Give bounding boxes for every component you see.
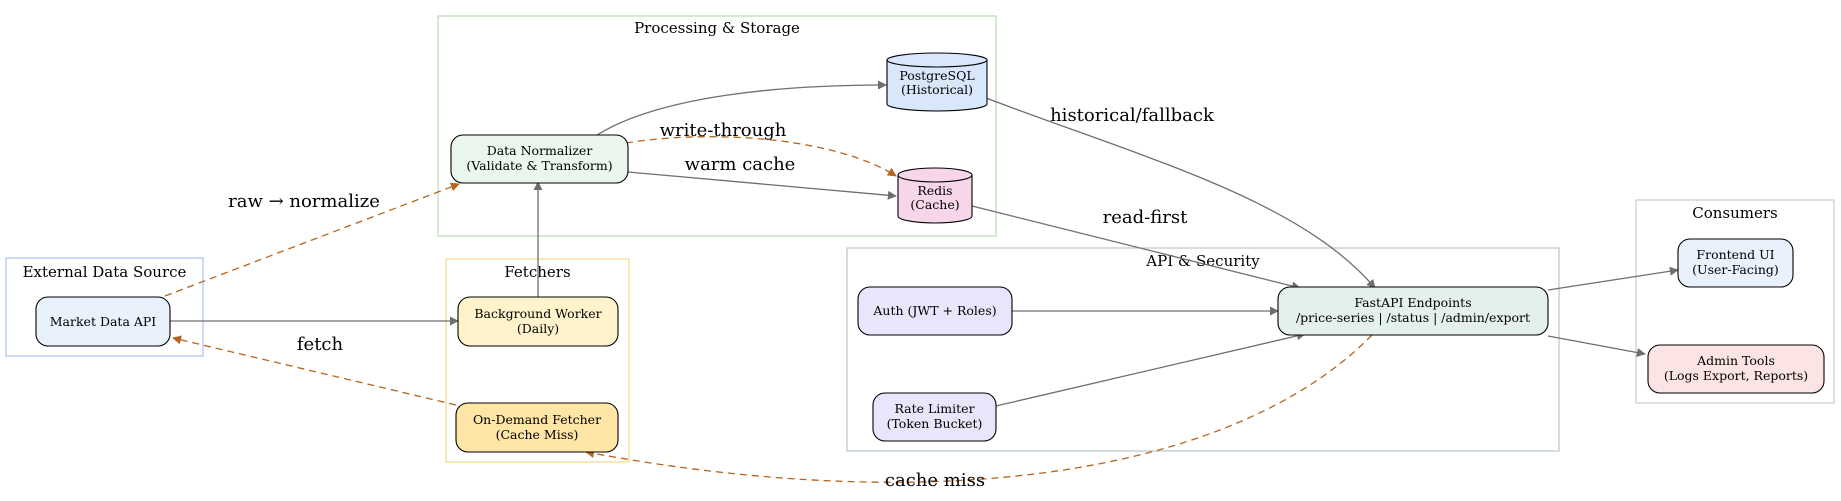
node-background-worker[interactable]: Background Worker (Daily) — [457, 296, 619, 347]
edge-normalizer-to-postgres — [596, 80, 887, 136]
node-postgresql-subtitle: (Historical) — [901, 82, 973, 97]
node-auth-label: Auth (JWT + Roles) — [872, 303, 996, 318]
node-postgresql[interactable]: PostgreSQL (Historical) — [886, 52, 988, 112]
node-frontend-ui-subtitle: (User-Facing) — [1692, 262, 1779, 277]
node-frontend-ui-title: Frontend UI — [1696, 247, 1774, 262]
cluster-consumers-label: Consumers — [1692, 204, 1778, 222]
node-redis-subtitle: (Cache) — [910, 197, 959, 212]
edge-normalizer-to-redis-write-through — [625, 136, 897, 177]
cluster-api-label: API & Security — [1145, 252, 1260, 270]
edge-normalizer-to-redis-warm-cache — [627, 171, 897, 200]
cluster-processing: Processing & Storage — [437, 15, 997, 237]
edge-ondemand-to-market-api — [172, 335, 457, 406]
node-admin-tools[interactable]: Admin Tools (Logs Export, Reports) — [1647, 344, 1825, 394]
node-redis-title: Redis — [917, 183, 952, 198]
cluster-external-label: External Data Source — [23, 263, 187, 281]
edge-fastapi-to-admin — [1547, 335, 1646, 357]
node-on-demand-fetcher-subtitle: (Cache Miss) — [496, 427, 579, 442]
cluster-processing-label: Processing & Storage — [634, 19, 800, 37]
cluster-external: External Data Source — [5, 257, 204, 357]
cluster-consumers: Consumers — [1635, 199, 1835, 404]
node-background-worker-subtitle: (Daily) — [517, 321, 559, 336]
edge-market-api-to-normalizer — [164, 182, 460, 297]
node-admin-tools-title: Admin Tools — [1696, 353, 1775, 368]
node-rate-limiter-subtitle: (Token Bucket) — [887, 416, 983, 431]
node-redis[interactable]: Redis (Cache) — [897, 167, 973, 224]
edge-rate-limiter-to-fastapi — [995, 331, 1306, 407]
edge-redis-to-fastapi — [971, 205, 1301, 291]
node-postgresql-title: PostgreSQL — [899, 68, 974, 83]
node-admin-tools-subtitle: (Logs Export, Reports) — [1664, 368, 1808, 383]
node-fastapi-endpoints[interactable]: FastAPI Endpoints /price-series | /statu… — [1277, 286, 1549, 336]
node-rate-limiter[interactable]: Rate Limiter (Token Bucket) — [872, 392, 997, 442]
edge-fastapi-to-frontend — [1547, 266, 1679, 291]
edge-fastapi-to-ondemand — [585, 334, 1373, 483]
edge-label-fetch: fetch — [297, 334, 344, 355]
node-fastapi-endpoints-title: FastAPI Endpoints — [1354, 295, 1471, 310]
node-background-worker-title: Background Worker — [474, 306, 601, 321]
edge-labels: raw → normalize fetch write-through warm… — [228, 105, 1215, 491]
node-rate-limiter-title: Rate Limiter — [894, 401, 974, 416]
node-frontend-ui[interactable]: Frontend UI (User-Facing) — [1677, 238, 1794, 288]
node-auth[interactable]: Auth (JWT + Roles) — [857, 286, 1013, 336]
edge-label-warm-cache: warm cache — [685, 154, 796, 175]
edge-label-read-first: read-first — [1103, 207, 1188, 228]
node-market-data-api-label: Market Data API — [50, 314, 157, 329]
edge-postgres-to-fastapi — [985, 97, 1376, 289]
edge-label-write-through: write-through — [660, 120, 787, 141]
node-data-normalizer-title: Data Normalizer — [487, 143, 593, 158]
node-on-demand-fetcher[interactable]: On-Demand Fetcher (Cache Miss) — [455, 402, 619, 453]
edge-label-raw-normalize: raw → normalize — [228, 191, 380, 212]
clusters: External Data Source Processing & Storag… — [5, 15, 1835, 463]
edges — [164, 80, 1679, 483]
node-data-normalizer[interactable]: Data Normalizer (Validate & Transform) — [450, 134, 629, 184]
edge-label-historical-fallback: historical/fallback — [1050, 105, 1215, 126]
node-on-demand-fetcher-title: On-Demand Fetcher — [473, 412, 601, 427]
node-data-normalizer-subtitle: (Validate & Transform) — [466, 158, 612, 173]
nodes: Market Data API Data Normalizer (Validat… — [35, 52, 1825, 453]
edge-label-cache-miss: cache miss — [885, 470, 985, 491]
node-market-data-api[interactable]: Market Data API — [35, 296, 171, 347]
node-fastapi-endpoints-routes: /price-series | /status | /admin/export — [1296, 310, 1530, 325]
